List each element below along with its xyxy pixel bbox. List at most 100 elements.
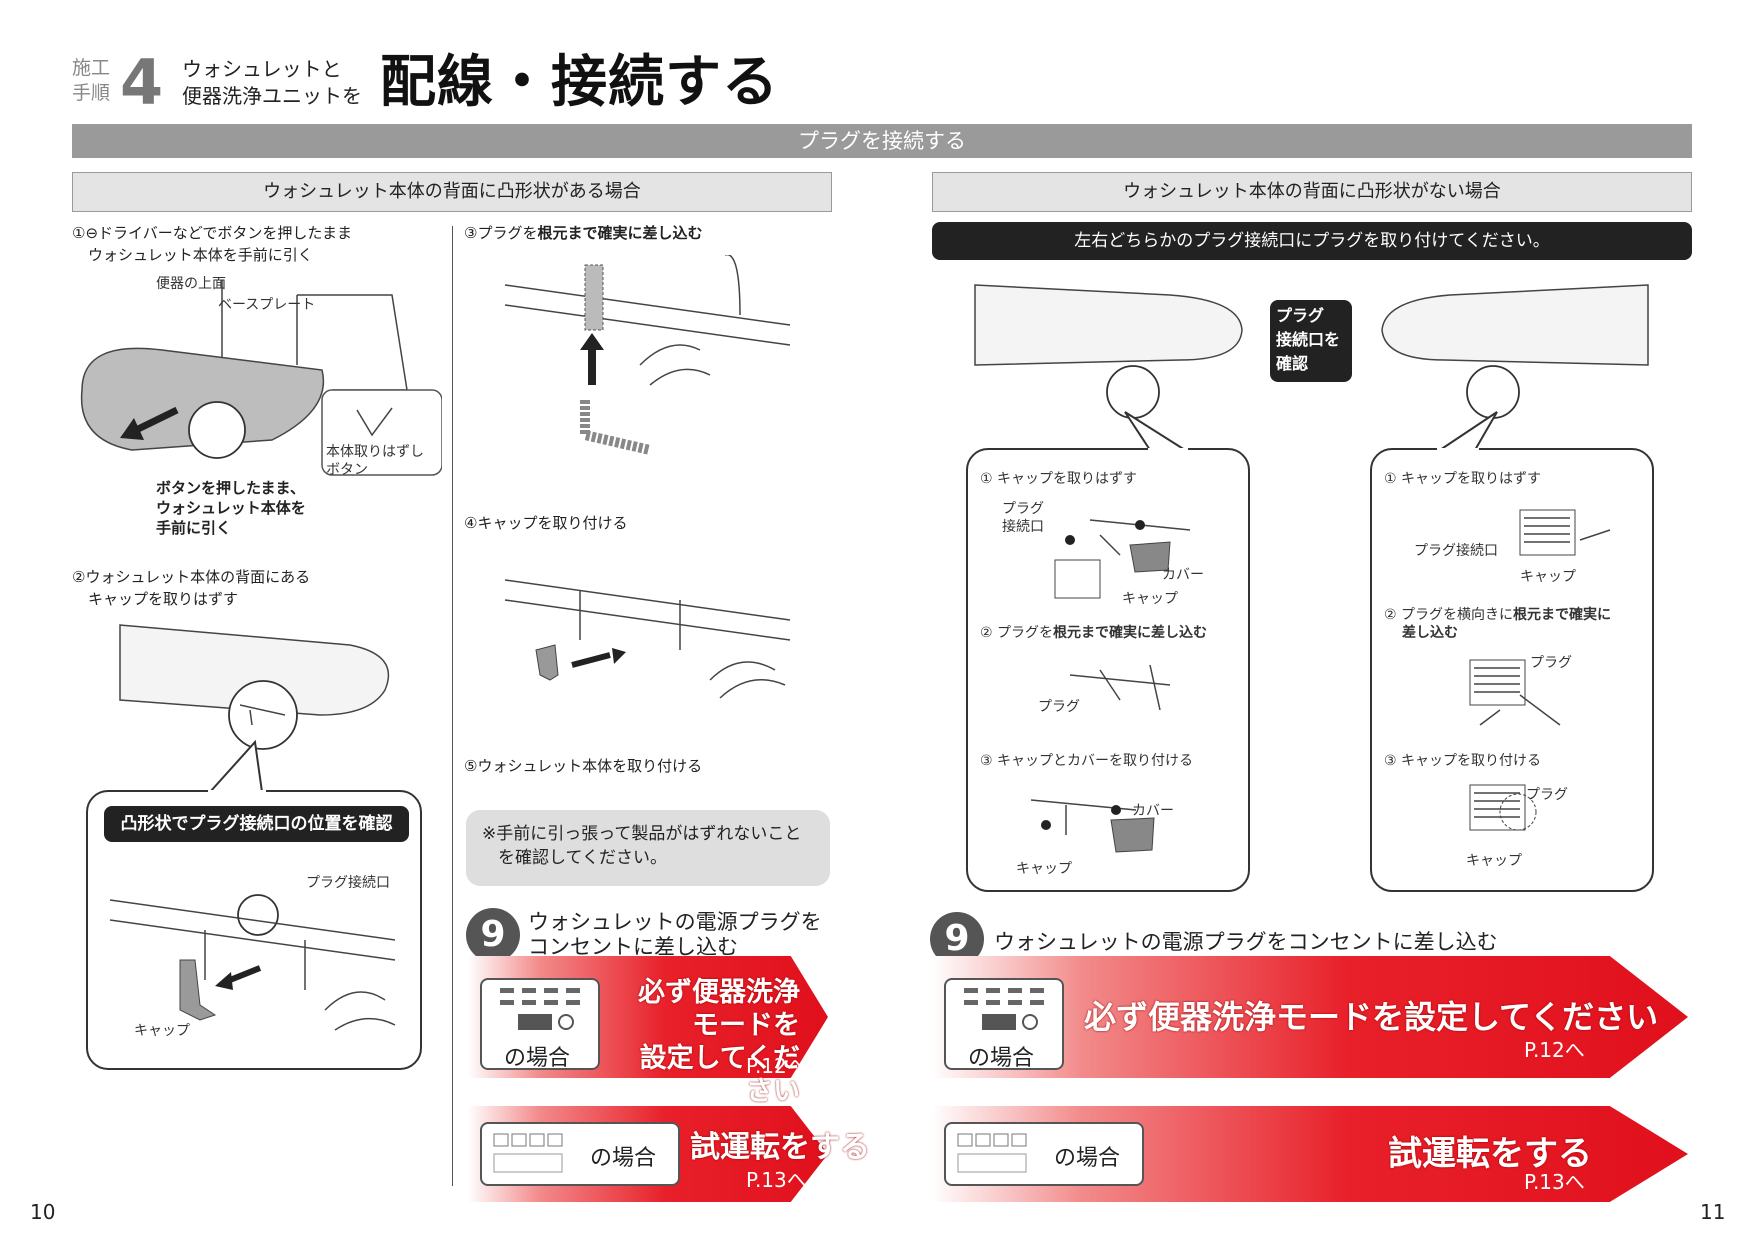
- step4-text: ④キャップを取り付ける: [464, 514, 628, 532]
- lb-plug: プラグ: [1038, 699, 1080, 715]
- page-title: 配線・接続する: [380, 50, 779, 115]
- page-ref-12-right: P.12へ: [1524, 1038, 1585, 1062]
- step9-badge-left: 9: [466, 908, 520, 962]
- lb-cover: カバー: [1162, 567, 1204, 583]
- step9-badge-right: 9: [930, 912, 984, 966]
- lb-cap: キャップ: [1122, 591, 1178, 607]
- step2-line1: ②ウォシュレット本体の背面にある: [72, 568, 311, 586]
- lb-plug-port-line1: プラグ: [1002, 501, 1044, 517]
- remote-right2-no-basho: の場合: [1054, 1146, 1121, 1171]
- right-banner: 左右どちらかのプラグ接続口にプラグを取り付けてください。: [932, 222, 1692, 260]
- lb-step2-prefix: ② プラグを: [980, 625, 1054, 641]
- confirm-line3: 確認: [1276, 354, 1309, 373]
- step9-left-line2: コンセントに差し込む: [528, 935, 738, 959]
- step1-caption: ボタンを押したまま、 ウォシュレット本体を 手前に引く: [156, 478, 306, 538]
- step1-line2: ウォシュレット本体を手前に引く: [88, 246, 313, 264]
- plug-port-illustration: [109, 894, 396, 1031]
- lb-step1: ① キャップを取りはずす: [980, 471, 1138, 487]
- remote-no-basho: の場合: [504, 1046, 571, 1071]
- page-ref-13-right: P.13へ: [1524, 1170, 1585, 1194]
- page-number-left: 10: [30, 1200, 56, 1224]
- bubble-tail: [208, 740, 266, 795]
- seat-removal-illustration: [80, 280, 442, 476]
- rb-cap2: キャップ: [1466, 853, 1522, 869]
- lb-plug-insert-illustration: [1069, 664, 1171, 711]
- step9-text-right: ウォシュレットの電源プラグをコンセントに差し込む: [994, 930, 1498, 954]
- lb-cap-remove-illustration: [1054, 519, 1191, 599]
- label-release-line2: ボタン: [326, 462, 368, 478]
- remote-control-icon-right: の場合: [944, 978, 1064, 1071]
- lb-step3: ③ キャップとカバーを取り付ける: [980, 753, 1194, 769]
- remote-panel-icon-right-2: [957, 1133, 1027, 1173]
- rb-step2-bold-1: 根元まで確実に: [1513, 607, 1612, 623]
- remote-panel-icon-right: [964, 988, 1044, 1030]
- page-ref-12-left: P.12へ: [746, 1054, 807, 1078]
- label-bowl-top: 便器の上面: [156, 276, 226, 292]
- page-number-right: 11: [1700, 1200, 1726, 1224]
- confirm-line2: 接続口を: [1276, 330, 1341, 349]
- lb-plug-port: プラグ 接続口: [1002, 500, 1044, 536]
- rb-plug-insert-illustration: [1469, 659, 1561, 726]
- caution-note: ※手前に引っ張って製品がはずれないこと を確認してください。: [466, 810, 830, 886]
- step3-text: ③プラグを根元まで確実に差し込む: [464, 222, 702, 244]
- arrow1-left-line1: 必ず便器洗浄モードを: [638, 977, 800, 1041]
- remote-right-no-basho: の場合: [968, 1046, 1035, 1071]
- caption1-line2: ウォシュレット本体を: [156, 499, 306, 517]
- trial-run-text-right: 試運転をする: [1388, 1134, 1592, 1174]
- rb-step2-prefix: ② プラグを横向きに: [1384, 607, 1514, 623]
- step9-left-line1: ウォシュレットの電源プラグを: [528, 910, 822, 934]
- seat-back-illustration: [119, 624, 390, 750]
- lb-plug-port-line2: 接続口: [1002, 519, 1044, 535]
- step3-bold: 根元まで確実に差し込む: [537, 224, 703, 242]
- step2-text: ②ウォシュレット本体の背面にある キャップを取りはずす: [72, 566, 442, 610]
- step-label-line2: 手順: [72, 82, 111, 104]
- mode-setting-text-right: 必ず便器洗浄モードを設定してください: [1084, 998, 1659, 1036]
- rb-step3: ③ キャップを取り付ける: [1384, 753, 1542, 769]
- rb-step2-bold-2: 差し込む: [1402, 625, 1458, 641]
- confirm-line1: プラグ: [1276, 306, 1325, 325]
- remote-panel-icon-2: [493, 1133, 563, 1173]
- caption1-line1: ボタンを押したまま、: [156, 479, 305, 497]
- rb-step1: ① キャップを取りはずす: [1384, 471, 1542, 487]
- confirm-label: 凸形状でプラグ接続口の位置を確認: [104, 806, 409, 842]
- rb-cap-attach-illustration: [1469, 784, 1537, 831]
- step-label: 施工 手順: [72, 56, 122, 106]
- step2-line2: キャップを取りはずす: [88, 590, 239, 608]
- remote-control-icon-right-2: の場合: [944, 1122, 1144, 1186]
- arrow1-left-line2: 設定してください: [639, 1043, 800, 1107]
- step5-text: ⑤ウォシュレット本体を取り付ける: [464, 757, 703, 775]
- note-line2: を確認してください。: [498, 848, 667, 868]
- step1-line1: ①⊖ドライバーなどでボタンを押したまま: [72, 224, 352, 242]
- subtitle-line1: ウォシュレットと: [182, 57, 342, 81]
- step-number: 4: [120, 46, 164, 119]
- left-bubble-tail: [1124, 411, 1188, 452]
- label-release-line1: 本体取りはずし: [326, 444, 424, 460]
- remote2-no-basho: の場合: [590, 1146, 657, 1171]
- remote-control-icon-2: の場合: [480, 1122, 680, 1186]
- plug-insert-illustration: [504, 255, 791, 455]
- lb-step2: ② プラグを根元まで確実に差し込む: [980, 624, 1207, 642]
- cap-attach-illustration: [504, 579, 791, 699]
- rb-plug: プラグ: [1530, 655, 1572, 671]
- remote-control-icon: の場合: [480, 978, 600, 1071]
- rb-cap-remove-illustration: [1519, 509, 1611, 556]
- left-section-title: ウォシュレット本体の背面に凸形状がある場合: [72, 172, 832, 212]
- lb-cap2: キャップ: [1016, 861, 1072, 877]
- step-subtitle: ウォシュレットと 便器洗浄ユニットを: [182, 56, 382, 110]
- step-label-line1: 施工: [72, 57, 111, 79]
- mode-setting-text-left: 必ず便器洗浄モードを 設定してください: [620, 976, 800, 1108]
- subtitle-line2: 便器洗浄ユニットを: [182, 84, 362, 108]
- step3-prefix: ③プラグを: [464, 224, 538, 242]
- seat-right-illustration: [1381, 284, 1649, 419]
- rb-plug2: プラグ: [1526, 787, 1568, 803]
- label-baseplate: ベースプレート: [218, 297, 316, 313]
- lb-cap-attach-illustration: [1030, 799, 1155, 853]
- note-line1: ※手前に引っ張って製品がはずれないこと: [482, 824, 802, 844]
- confirm-port-badge: プラグ 接続口を 確認: [1270, 300, 1352, 382]
- label-release-button: 本体取りはずし ボタン: [326, 443, 424, 479]
- lb-step2-bold: 根元まで確実に差し込む: [1053, 625, 1208, 641]
- section-bar: プラグを接続する: [72, 124, 1692, 158]
- step1-text: ①⊖ドライバーなどでボタンを押したまま ウォシュレット本体を手前に引く: [72, 222, 442, 266]
- rb-plug-port: プラグ接続口: [1414, 543, 1498, 559]
- label-cap: キャップ: [134, 1023, 190, 1039]
